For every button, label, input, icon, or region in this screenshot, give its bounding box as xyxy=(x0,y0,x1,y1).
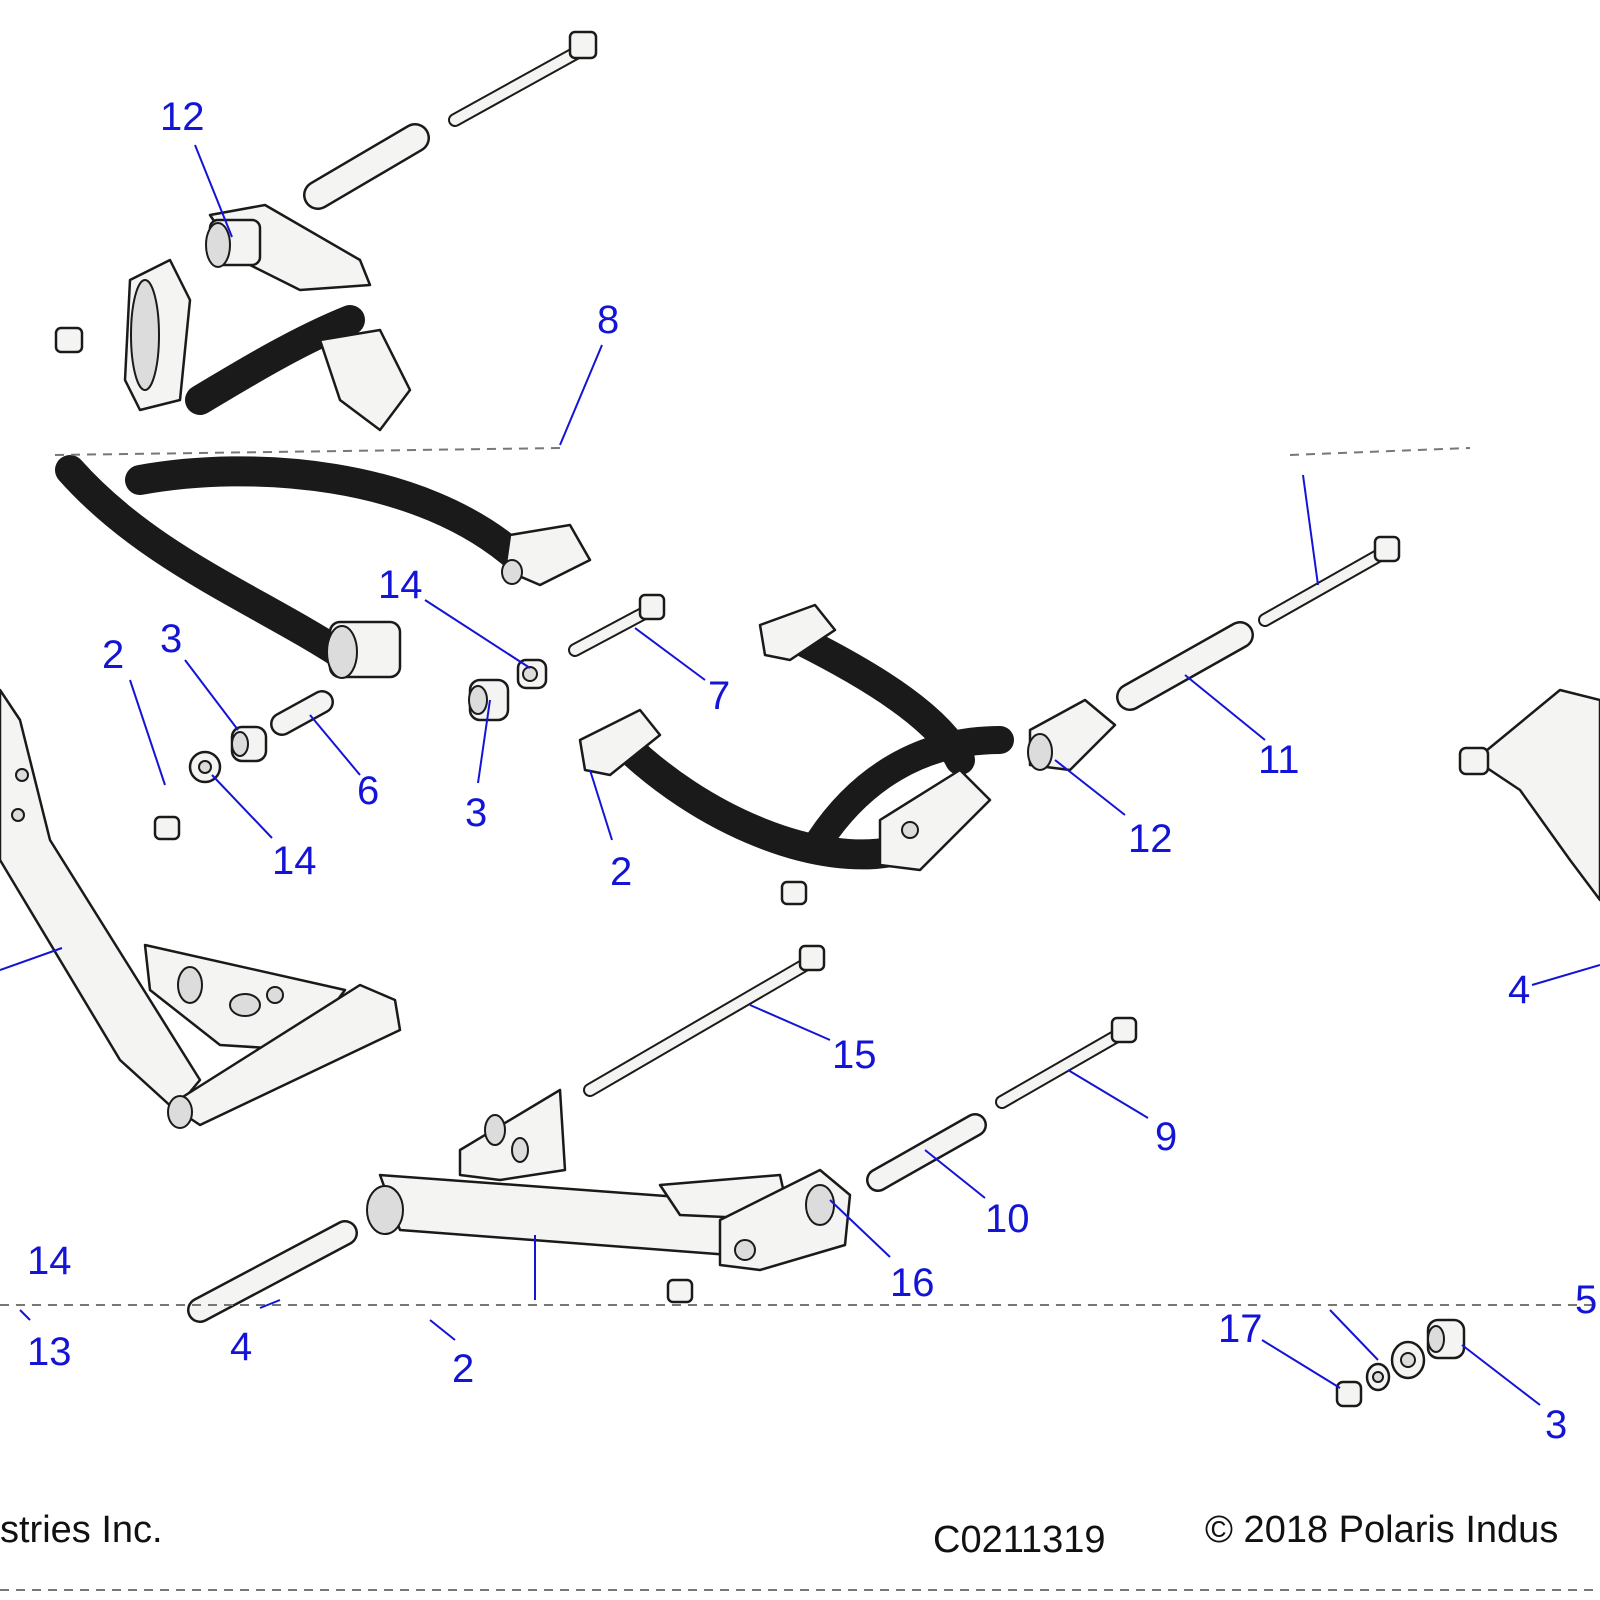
sleeve-top xyxy=(303,123,430,210)
washer-left xyxy=(188,750,222,784)
callout-5-partial: 5 xyxy=(1575,1278,1597,1322)
callout-15: 15 xyxy=(832,1033,877,1077)
lower-a-arm-middle xyxy=(366,1088,852,1272)
bolt-9 xyxy=(995,1016,1138,1109)
callout-10: 10 xyxy=(985,1197,1030,1241)
sleeve-4-bottom xyxy=(187,1220,358,1323)
callout-3-left: 3 xyxy=(160,617,182,661)
copyright-text: © 2018 Polaris Indus xyxy=(1205,1509,1558,1551)
bolt-7 xyxy=(568,593,666,657)
bushing-mid xyxy=(468,678,510,722)
scan-artifact-lines xyxy=(0,447,1600,1591)
callout-2-mid: 2 xyxy=(610,850,632,894)
callout-12-top: 12 xyxy=(160,95,205,139)
callout-4-right: 4 xyxy=(1508,968,1530,1012)
callout-17: 17 xyxy=(1218,1307,1263,1351)
nut-left xyxy=(153,815,181,841)
callout-6: 6 xyxy=(357,769,379,813)
footer-left-text: stries Inc. xyxy=(0,1509,163,1551)
nut-lower-mid xyxy=(666,1278,694,1304)
upper-a-arm-left xyxy=(55,203,592,679)
bushing-bottom-right xyxy=(1426,1318,1466,1360)
bushing-left xyxy=(230,725,268,763)
leader-lines xyxy=(0,144,1600,1406)
callout-16: 16 xyxy=(890,1261,935,1305)
sleeve-6 xyxy=(270,690,334,736)
sleeve-10 xyxy=(866,1113,987,1192)
callout-14-bottom: 14 xyxy=(27,1239,72,1283)
nut-mid xyxy=(780,880,808,906)
upper-a-arm-middle xyxy=(578,603,1117,872)
callout-7: 7 xyxy=(708,674,730,718)
drawing-number: C0211319 xyxy=(933,1519,1106,1561)
bolt-15 xyxy=(583,944,826,1097)
nut-bottom-right xyxy=(1335,1380,1363,1408)
footer: stries Inc. C0211319 © 2018 Polaris Indu… xyxy=(0,1509,1558,1561)
callout-2-bottom: 2 xyxy=(452,1347,474,1391)
bolt-top xyxy=(448,30,598,127)
washer-bottom-right-2 xyxy=(1390,1340,1426,1380)
callout-9: 9 xyxy=(1155,1115,1177,1159)
callout-3-mid: 3 xyxy=(465,791,487,835)
callout-12-right: 12 xyxy=(1128,817,1173,861)
callout-3-bottom: 3 xyxy=(1545,1403,1567,1447)
washer-mid xyxy=(516,658,548,690)
callout-4-bottom: 4 xyxy=(230,1325,252,1369)
callout-14-mid: 14 xyxy=(378,563,423,607)
lower-a-arm-left xyxy=(0,688,402,1129)
washer-bottom-right xyxy=(1365,1362,1391,1392)
bolt-right xyxy=(1258,535,1401,627)
callout-13: 13 xyxy=(27,1330,72,1374)
upper-a-arm-right-partial xyxy=(1458,688,1600,902)
nut-top-left xyxy=(54,326,84,354)
sleeve-11 xyxy=(1116,621,1254,711)
callout-2-left: 2 xyxy=(102,633,124,677)
callout-labels: 12 8 14 2 3 6 14 3 7 2 11 12 4 15 9 10 1… xyxy=(27,95,1597,1447)
callout-8: 8 xyxy=(597,298,619,342)
callout-11: 11 xyxy=(1258,738,1300,782)
callout-14-left: 14 xyxy=(272,839,317,883)
